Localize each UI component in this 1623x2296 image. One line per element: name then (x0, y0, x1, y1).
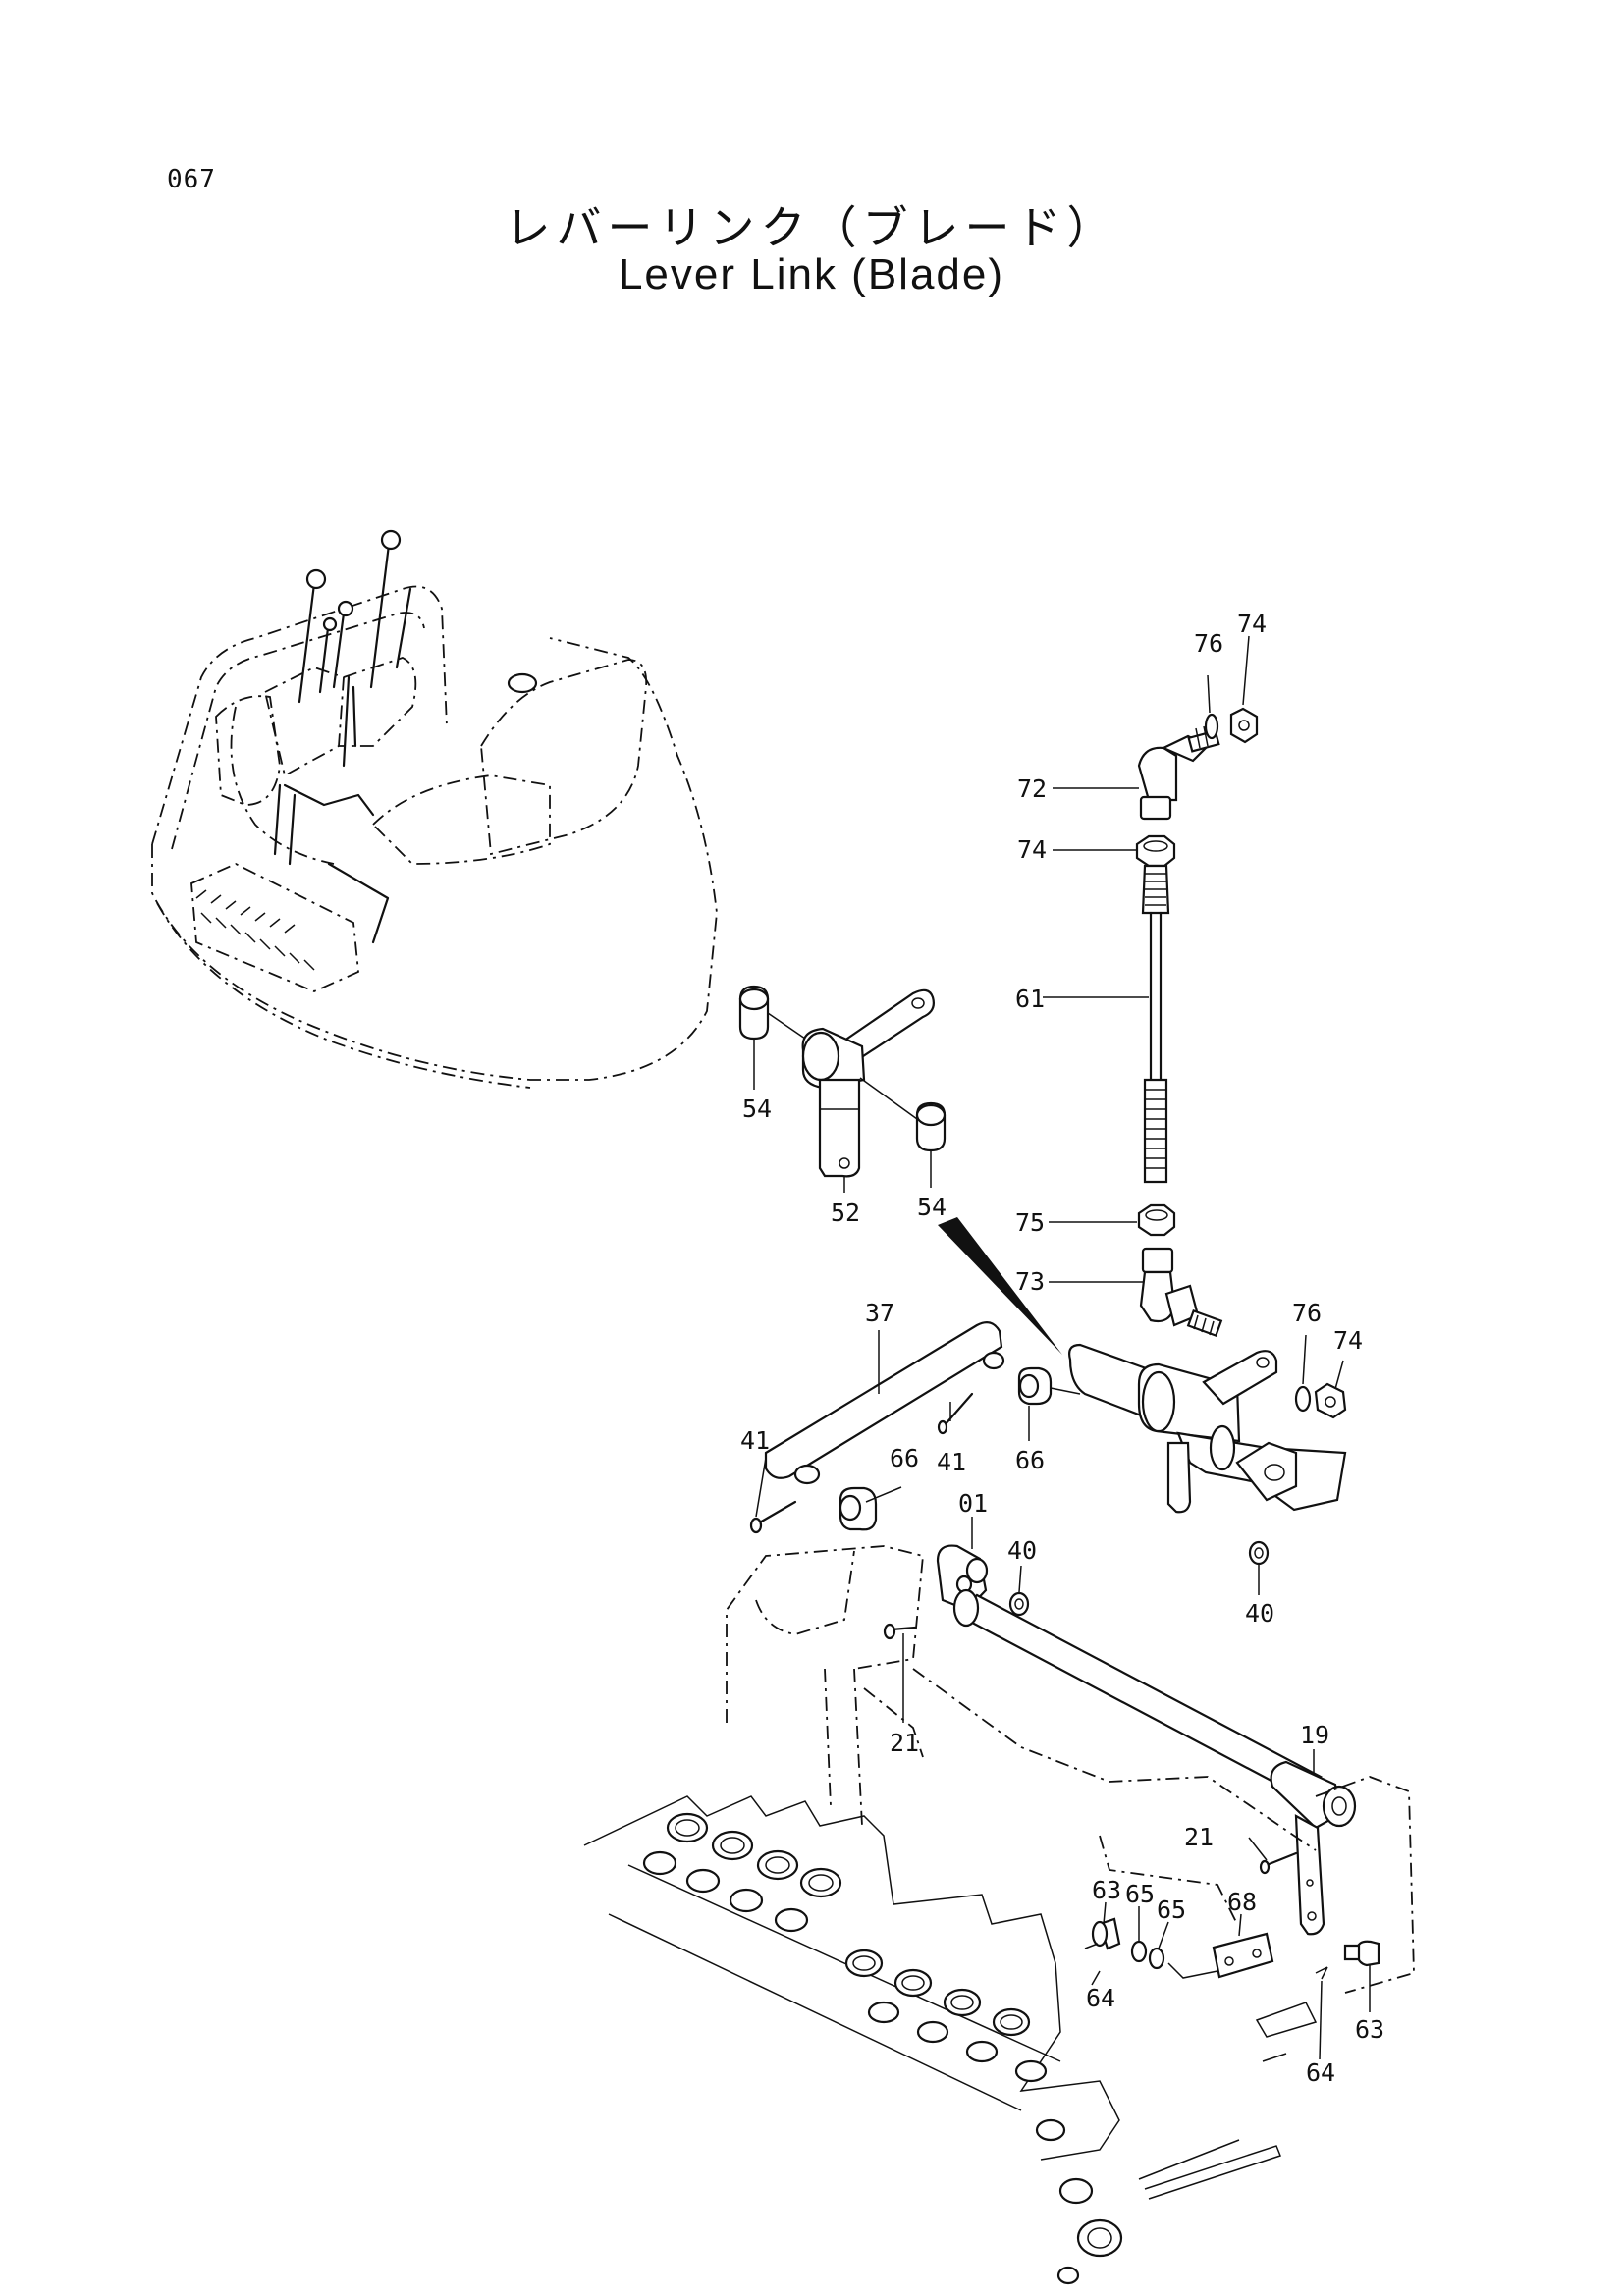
callout-72: 72 (1017, 774, 1047, 803)
callout-76: 76 (1292, 1299, 1322, 1327)
callout-41: 41 (740, 1426, 770, 1455)
callout-66: 66 (890, 1444, 919, 1472)
machine-overview-illustration (151, 529, 718, 1089)
callout-68: 68 (1227, 1888, 1257, 1916)
callout-74: 74 (1017, 835, 1047, 864)
callout-74: 74 (1333, 1326, 1363, 1355)
callout-labels: 76 74 72 74 61 54 52 54 75 73 76 74 37 4… (740, 610, 1384, 2087)
callout-76: 76 (1194, 629, 1223, 658)
valve-spool-ports (642, 1812, 1123, 2285)
title-english: Lever Link (Blade) (618, 250, 1005, 298)
callout-61: 61 (1015, 985, 1045, 1013)
callout-54: 54 (917, 1193, 947, 1221)
callout-63: 63 (1092, 1876, 1121, 1904)
pointer-wedge (938, 1217, 1062, 1355)
callout-21: 21 (890, 1729, 919, 1757)
callout-19: 19 (1300, 1721, 1329, 1749)
callout-65: 65 (1157, 1896, 1186, 1924)
leader-lines (753, 635, 1371, 2060)
callout-64: 64 (1086, 1984, 1115, 2012)
lower-structure (583, 1545, 1415, 2285)
callout-37: 37 (865, 1299, 894, 1327)
bracket-52-assembly (738, 985, 947, 1178)
callout-74: 74 (1237, 610, 1267, 638)
callout-75: 75 (1015, 1208, 1045, 1237)
callout-52: 52 (831, 1199, 860, 1227)
callout-63: 63 (1355, 2015, 1384, 2044)
page-number: 067 (167, 165, 216, 194)
main-lever-assembly (749, 1320, 1380, 1980)
callout-40: 40 (1245, 1599, 1274, 1628)
title-japanese: レバーリンク（ブレード） (505, 201, 1118, 254)
upper-rod-assembly (1135, 707, 1347, 1419)
callout-41: 41 (937, 1448, 966, 1476)
callout-21: 21 (1184, 1823, 1214, 1851)
callout-54: 54 (742, 1095, 772, 1123)
callout-66: 66 (1015, 1446, 1045, 1474)
callout-73: 73 (1015, 1267, 1045, 1296)
callout-65: 65 (1125, 1880, 1155, 1908)
callout-01: 01 (958, 1489, 988, 1518)
callout-40: 40 (1007, 1536, 1037, 1565)
callout-64: 64 (1306, 2058, 1335, 2087)
